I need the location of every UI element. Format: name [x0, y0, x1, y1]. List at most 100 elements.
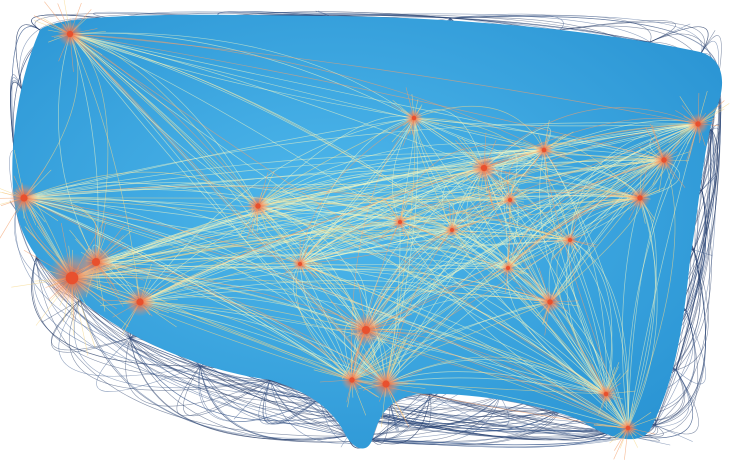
route-edge [69, 33, 353, 381]
outer-edge [199, 365, 349, 441]
route-edge [257, 205, 387, 385]
route-edge [299, 263, 629, 429]
route-edge [95, 239, 571, 263]
route-edge [257, 205, 387, 385]
outer-edge [389, 403, 397, 431]
outer-edge [265, 379, 321, 425]
route-edge [95, 159, 665, 263]
route-edge [365, 229, 453, 331]
outer-edge [15, 24, 41, 91]
outer-edge [675, 79, 721, 371]
hub-node [65, 271, 79, 285]
route-edge [257, 199, 511, 207]
route-edge [543, 149, 629, 429]
route-edge [451, 189, 641, 231]
route-edge [69, 33, 665, 161]
route-edge [399, 189, 641, 223]
hub-node [603, 391, 609, 397]
route-edge [543, 123, 699, 151]
hub-node [382, 380, 390, 388]
route-edge [139, 224, 453, 303]
outer-edge [79, 299, 349, 439]
outer-edge [199, 365, 321, 422]
route-edge [569, 239, 629, 429]
route-edge [507, 197, 641, 269]
route-edge [451, 229, 607, 395]
route-edge [365, 261, 509, 331]
outer-edge [371, 431, 611, 448]
route-edge [257, 149, 545, 207]
route-edge [299, 263, 629, 429]
route-edge [69, 32, 415, 119]
route-edge [299, 263, 353, 381]
outer-edge [654, 424, 693, 442]
route-edge [23, 197, 353, 381]
route-edge [257, 205, 353, 381]
hub-node [349, 377, 355, 383]
route-edge [385, 382, 629, 429]
route-edge [385, 359, 607, 395]
route-edge [23, 197, 387, 385]
route-edge [627, 197, 657, 429]
route-edge [69, 33, 551, 303]
outer-edge [79, 299, 373, 443]
route-edge [399, 195, 571, 241]
route-edge [69, 33, 415, 119]
route-edge [95, 261, 509, 270]
route-edge [385, 371, 607, 395]
outer-edge [198, 365, 321, 422]
hub-node [661, 157, 667, 163]
hub-node [547, 299, 553, 305]
route-edge [139, 301, 353, 381]
route-edge [95, 234, 571, 263]
outer-edge [35, 257, 349, 437]
route-edge [257, 198, 509, 269]
outer-edge [34, 13, 221, 31]
hub-node [136, 298, 144, 306]
route-edge [69, 33, 99, 263]
route-edge [69, 33, 607, 395]
hub-node [480, 164, 488, 172]
route-edge [549, 159, 665, 303]
outer-edge [233, 379, 271, 420]
outer-edge [389, 393, 432, 430]
outer-edge [559, 21, 705, 56]
route-edge [483, 107, 699, 169]
route-edge [23, 197, 511, 201]
route-edge [71, 264, 509, 279]
route-edge [451, 159, 665, 231]
route-edge [365, 159, 665, 331]
route-edge [95, 261, 353, 381]
route-edge [385, 356, 607, 395]
hub-node [398, 220, 402, 224]
hub-node [541, 147, 547, 153]
outer-edge [315, 10, 331, 17]
route-edge [139, 296, 367, 331]
route-edge [351, 301, 551, 381]
route-edge [95, 221, 401, 263]
route-edge [483, 117, 699, 169]
route-edge [23, 197, 571, 241]
route-edge [569, 239, 613, 395]
route-edge [95, 195, 641, 263]
route-edge [69, 33, 141, 303]
outer-edge [701, 124, 720, 191]
route-edge [627, 197, 658, 429]
route-edge [139, 280, 551, 303]
route-edge [451, 229, 629, 429]
route-edge [299, 263, 629, 429]
outer-edge [371, 403, 391, 445]
outer-edge [693, 129, 719, 251]
outer-edge [693, 249, 713, 256]
route-edge [483, 167, 551, 303]
outer-edge [11, 26, 41, 151]
route-edge [483, 127, 551, 169]
outer-edge [449, 15, 703, 56]
route-edge [385, 149, 545, 385]
outer-edge [51, 299, 131, 353]
route-edge [299, 230, 571, 265]
outer-edge [654, 249, 706, 426]
hub-node [625, 425, 631, 431]
hub-node [450, 228, 454, 232]
outer-edge [559, 20, 676, 43]
